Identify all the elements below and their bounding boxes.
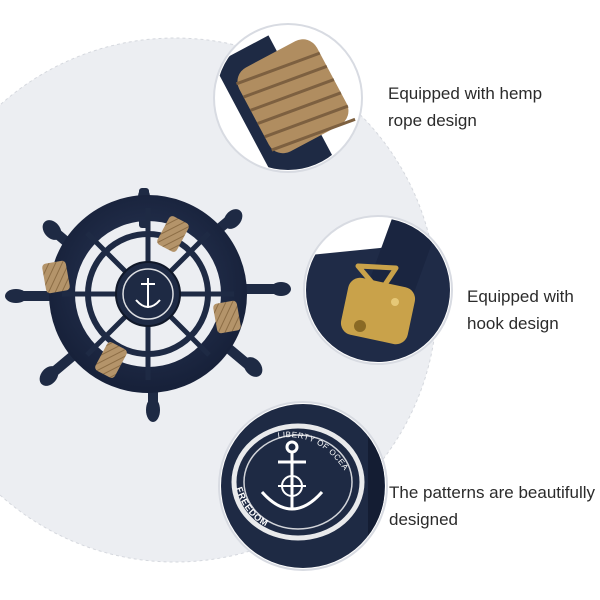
caption-line: hook design [467,314,559,333]
ship-wheel [5,188,291,422]
caption-line: Equipped with hemp [388,84,543,103]
caption-line: designed [389,510,459,529]
feature-caption-rope: Equipped with hemp rope design [388,80,594,134]
caption-line: The patterns are beautifully [389,483,596,502]
caption-line: rope design [388,111,477,130]
hub-anchor-icon [135,278,161,308]
hook-loop-icon [355,263,399,295]
detail-pattern-circle: LIBERTY OF OCEAN FREEDOM [218,401,388,571]
feature-caption-hook: Equipped with hook design [467,283,600,337]
pattern-helm-icon [278,472,306,500]
wheel-rope-wraps [42,216,241,378]
caption-line: Equipped with [467,287,574,306]
feature-caption-pattern: The patterns are beautifully designed [389,479,595,533]
